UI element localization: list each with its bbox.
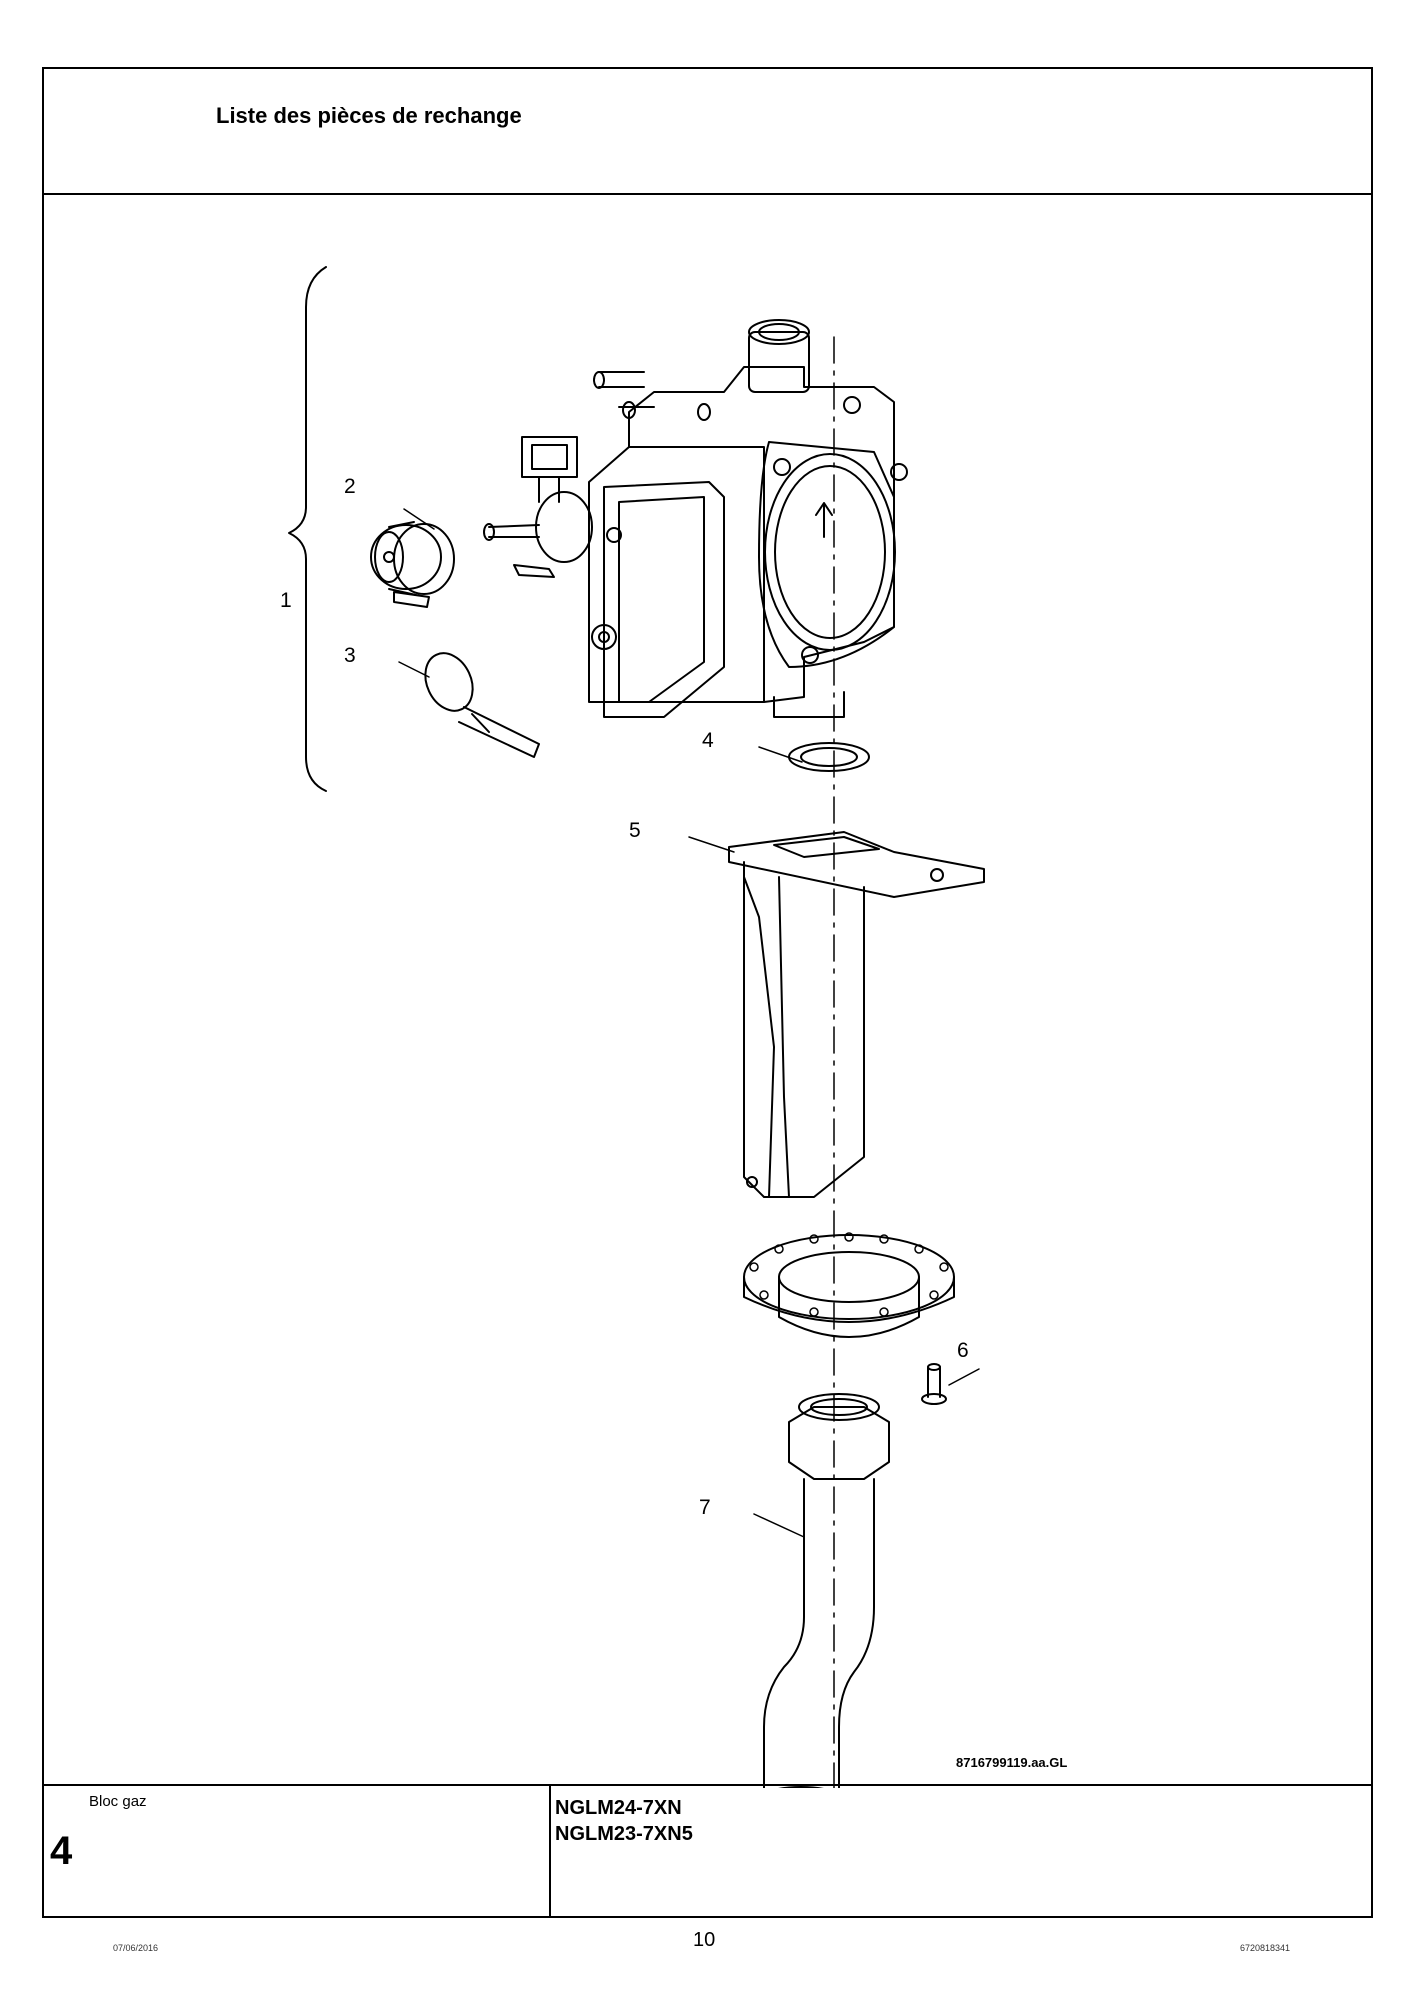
- cap-part: [370, 521, 455, 608]
- callout-2: 2: [344, 475, 356, 498]
- callout-6: 6: [957, 1339, 969, 1362]
- section-label: Bloc gaz: [89, 1793, 147, 1810]
- mounting-bracket-part: [728, 831, 985, 1198]
- document-reference: 6720818341: [1240, 1943, 1291, 1953]
- footer-divider: [44, 1784, 1371, 1786]
- page-number: 10: [693, 1929, 716, 1951]
- model-name: NGLM23-7XN5: [555, 1823, 693, 1845]
- callout-4: 4: [702, 729, 714, 752]
- cable-tie-part: [424, 652, 540, 758]
- callout-1: 1: [280, 589, 292, 612]
- group-brace: [288, 266, 327, 792]
- callout-3: 3: [344, 644, 356, 667]
- callout-7: 7: [699, 1496, 711, 1519]
- page-frame: Liste des pièces de rechange: [42, 67, 1373, 1918]
- exploded-parts-diagram: 1 2 3 4 5 6 7 8716799119.aa.GL: [280, 266, 1067, 1788]
- callout-5: 5: [629, 819, 641, 842]
- model-name: NGLM24-7XN: [555, 1797, 682, 1819]
- footer-column-divider: [549, 1784, 551, 1916]
- drawing-reference: 8716799119.aa.GL: [956, 1755, 1067, 1770]
- screw-part: [921, 1363, 947, 1405]
- header-divider: [44, 193, 1371, 195]
- gas-pipe-part: [763, 1393, 890, 1788]
- page-title: Liste des pièces de rechange: [216, 103, 522, 128]
- flange-part: [743, 1232, 955, 1338]
- print-date: 07/06/2016: [113, 1943, 159, 1953]
- gas-valve-part: [483, 319, 908, 718]
- section-number: 4: [50, 1829, 73, 1873]
